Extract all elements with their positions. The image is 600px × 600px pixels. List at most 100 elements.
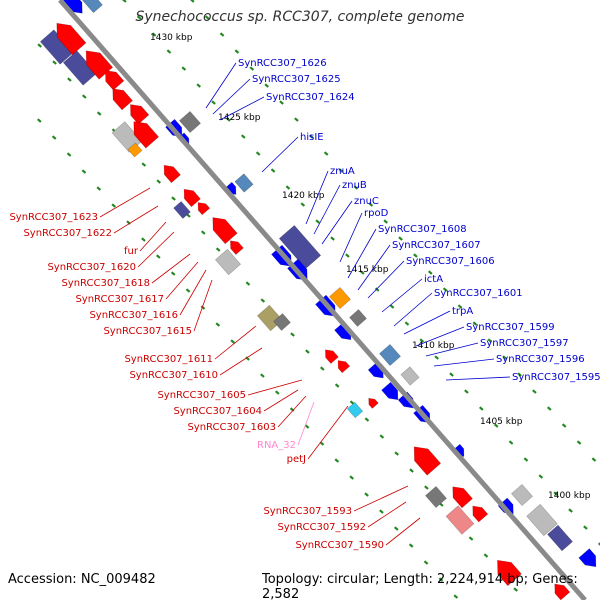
gene-feature [163,164,181,184]
gene-label-left: SynRCC307_1623 [9,212,98,223]
label-leader-line [139,221,167,252]
tick-mark [547,406,552,411]
gene-feature [497,559,522,587]
gene-label-right: SynRCC307_1607 [392,240,481,251]
tick-mark [190,0,195,3]
label-leader-line [113,205,159,234]
tick-mark [472,321,478,326]
tick-mark [304,424,310,429]
tick-mark [364,492,369,497]
gene-feature [325,349,339,364]
gene-label-left: SynRCC307_1590 [295,540,384,551]
label-leader-line [313,184,341,235]
gene-label-right: SynRCC307_1601 [434,288,523,299]
gene-label-left: fur [124,246,139,257]
genome-backbone [58,0,587,600]
gene-feature [197,202,211,216]
label-leader-line [219,347,263,376]
tick-mark [532,389,537,394]
tick-mark [241,134,246,139]
tick-mark [379,509,384,514]
tick-mark [523,457,529,462]
tick-mark [409,468,414,473]
tick-mark [360,270,365,275]
tick-mark [591,457,597,462]
tick-mark [598,542,600,547]
gene-feature [425,485,447,509]
scale-label: 1415 kbp [346,265,389,275]
tick-mark [270,168,276,173]
gene-feature [127,142,143,158]
scale-label: 1405 kbp [480,417,523,427]
tick-mark [334,458,340,463]
tick-mark [483,553,489,558]
tick-mark [394,451,399,456]
tick-mark [151,32,157,37]
gene-feature [173,201,191,219]
gene-feature [81,0,103,14]
tick-mark [513,587,518,592]
tick-mark [200,305,206,310]
tick-mark [275,390,280,395]
gene-feature [62,0,83,14]
tick-mark [413,253,418,258]
gene-feature [349,309,367,327]
label-leader-line [277,395,307,428]
tick-mark [290,332,295,337]
tick-mark [583,525,588,530]
gene-label-right: SynRCC307_1599 [466,322,555,333]
tick-mark [230,339,235,344]
tick-mark [464,389,469,394]
gene-label-left: SynRCC307_1611 [124,354,213,365]
gene-feature [179,110,201,134]
gene-label-right: ictA [424,274,443,285]
gene-label-right: hisIE [300,132,324,143]
gene-feature [234,173,254,193]
tick-mark [364,417,370,422]
gene-label-right: SynRCC307_1624 [266,92,355,103]
scale-label: 1420 kbp [282,191,325,201]
tick-mark [166,49,172,54]
label-leader-line [193,279,213,332]
gene-feature [381,381,399,401]
label-leader-line [357,244,391,291]
tick-mark [51,135,57,140]
gene-label-left: SynRCC307_1620 [47,262,136,273]
tick-mark [315,219,320,224]
tick-mark [408,543,414,548]
tick-mark [215,322,221,327]
gene-feature [133,121,160,149]
tick-mark [200,230,206,235]
label-leader-line [347,228,377,279]
label-leader-line [425,342,479,357]
label-leader-line [367,260,405,299]
label-leader-line [433,358,495,367]
label-leader-line [137,231,175,268]
tick-mark [330,236,335,241]
tick-mark [438,577,444,582]
tick-mark [517,372,522,377]
gene-label-left: SynRCC307_1604 [173,406,262,417]
tick-mark [393,526,399,531]
tick-mark [427,270,433,275]
tick-mark [285,185,291,190]
gene-labels: SynRCC307_1626SynRCC307_1625SynRCC307_16… [9,58,600,551]
backbone-layer [58,0,587,600]
gene-label-left: SynRCC307_1610 [129,370,218,381]
gene-feature [273,313,291,331]
tick-mark [305,349,310,354]
gene-feature [547,524,573,552]
gene-label-left: RNA_32 [257,440,296,451]
tick-mark [300,202,306,207]
scale-label: 1400 kbp [548,491,591,501]
gene-feature [413,446,442,476]
accession-text: Accession: NC_009482 [8,572,156,587]
tick-mark [211,100,216,105]
gene-label-right: SynRCC307_1606 [406,256,495,267]
label-leader-line [339,212,363,263]
tick-mark [468,536,474,541]
gene-label-right: rpoD [364,208,389,219]
label-leader-line [403,310,451,335]
tick-mark [37,43,42,48]
